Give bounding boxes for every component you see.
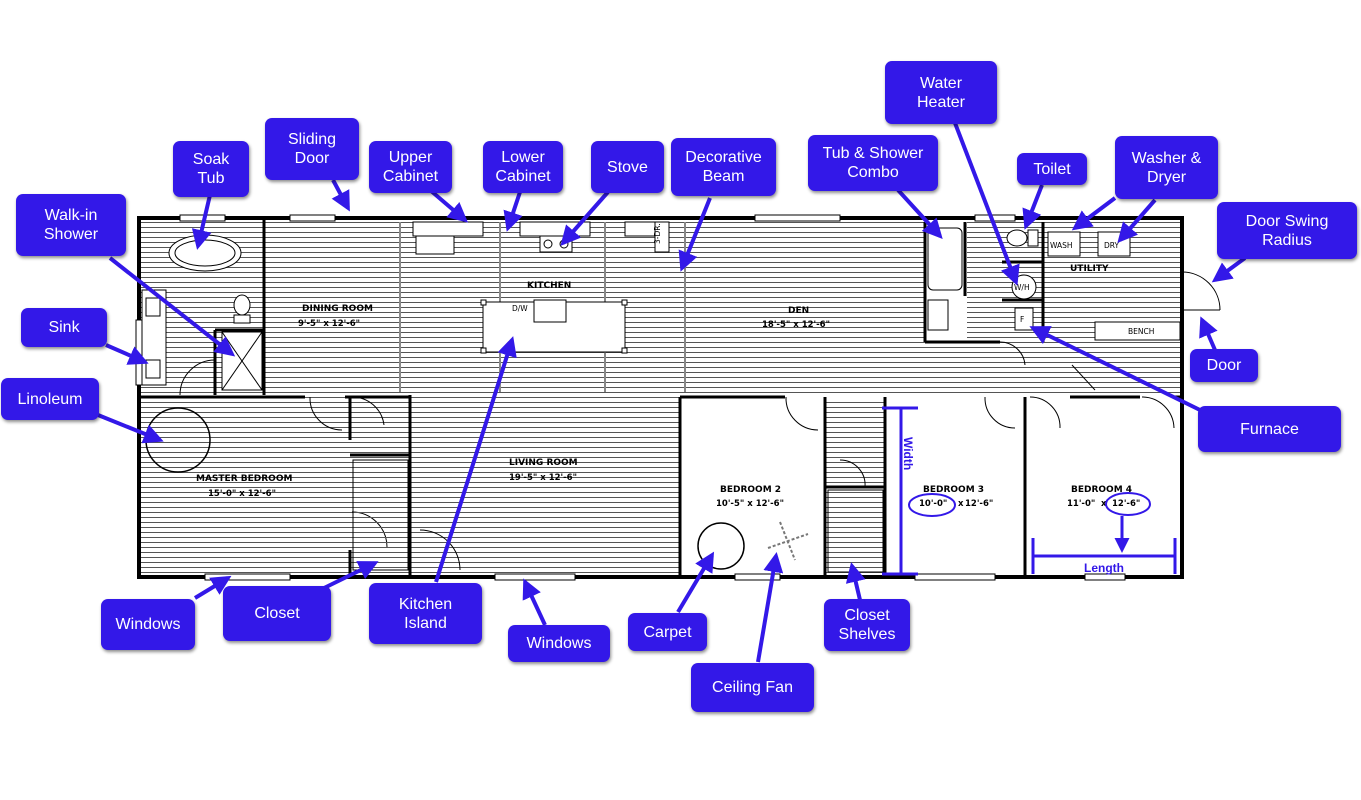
tub-shower bbox=[927, 227, 963, 291]
master-closet bbox=[352, 459, 409, 571]
bedroom4-name: BEDROOM 4 bbox=[1071, 485, 1132, 495]
callout-stove: Stove bbox=[591, 141, 664, 193]
dishwasher-label: D/W bbox=[512, 304, 528, 313]
bedroom3-name: BEDROOM 3 bbox=[923, 485, 984, 495]
den-dims: 18'-5" x 12'-6" bbox=[762, 320, 830, 330]
door-swings bbox=[179, 271, 1221, 571]
dining-dims: 9'-5" x 12'-6" bbox=[298, 319, 360, 329]
callout-tub-shower: Tub & Shower Combo bbox=[808, 135, 938, 191]
washer bbox=[1047, 231, 1081, 257]
lower-cabinet bbox=[415, 235, 455, 255]
callout-door-swing: Door Swing Radius bbox=[1217, 202, 1357, 259]
upper-cabinets bbox=[412, 221, 656, 237]
length-dimension bbox=[1031, 538, 1177, 574]
bedroom3-floor bbox=[886, 400, 1025, 574]
furnace-unit bbox=[1014, 307, 1034, 331]
bedroom4-floor bbox=[1027, 400, 1179, 574]
toilet-hall bbox=[1006, 229, 1039, 247]
furnace-label: F bbox=[1020, 315, 1024, 324]
callout-closet-shelves: Closet Shelves bbox=[824, 599, 910, 651]
callout-sliding-door: Sliding Door bbox=[265, 118, 359, 180]
ceiling-fan-symbol bbox=[767, 521, 809, 561]
callout-furnace: Furnace bbox=[1198, 406, 1341, 452]
carpet-circle bbox=[697, 522, 745, 570]
dining-name: DINING ROOM bbox=[302, 304, 373, 314]
den-name: DEN bbox=[788, 306, 809, 316]
callout-sink: Sink bbox=[21, 308, 107, 347]
callout-closet: Closet bbox=[223, 586, 331, 641]
bedroom-closet bbox=[827, 489, 884, 573]
wash-label: WASH bbox=[1050, 241, 1073, 250]
callout-linoleum: Linoleum bbox=[1, 378, 99, 420]
width-dimension bbox=[882, 406, 918, 576]
callout-decorative-beam: Decorative Beam bbox=[671, 138, 776, 196]
bedroom3-x: x bbox=[958, 499, 964, 509]
dry-label: DRY bbox=[1104, 241, 1120, 250]
callout-upper-cabinet: Upper Cabinet bbox=[369, 141, 452, 193]
bedroom3-width: 10'-0" bbox=[919, 499, 947, 509]
callout-carpet: Carpet bbox=[628, 613, 707, 651]
master-dims: 15'-0" x 12'-6" bbox=[208, 489, 276, 499]
bedroom2-dims: 10'-5" x 12'-6" bbox=[716, 499, 784, 509]
wh-label: W/H bbox=[1014, 283, 1030, 292]
bedroom4-width: 11'-0" bbox=[1067, 499, 1095, 509]
bench-label: BENCH bbox=[1128, 327, 1154, 336]
callout-washer-dryer: Washer & Dryer bbox=[1115, 136, 1218, 199]
interior-walls bbox=[140, 220, 1182, 575]
callout-lower-cabinet: Lower Cabinet bbox=[483, 141, 563, 193]
width-highlight bbox=[908, 493, 956, 517]
width-label: Width bbox=[901, 437, 915, 470]
master-sinks bbox=[141, 289, 167, 386]
ref-label: 3-DR. bbox=[653, 223, 662, 244]
callout-windows-left: Windows bbox=[101, 599, 195, 650]
callout-toilet: Toilet bbox=[1017, 153, 1087, 185]
length-highlight bbox=[1105, 492, 1151, 516]
utility-name: UTILITY bbox=[1070, 264, 1109, 274]
callout-door: Door bbox=[1190, 349, 1258, 382]
callout-walkin-shower: Walk-in Shower bbox=[16, 194, 126, 256]
callout-windows-center: Windows bbox=[508, 625, 610, 662]
callout-soak-tub: Soak Tub bbox=[173, 141, 249, 197]
callout-ceiling-fan: Ceiling Fan bbox=[691, 663, 814, 712]
kitchen-island bbox=[480, 299, 628, 354]
kitchen-name: KITCHEN bbox=[527, 281, 571, 291]
bedroom4-x: x bbox=[1101, 499, 1107, 509]
master-name: MASTER BEDROOM bbox=[196, 474, 292, 484]
callout-water-heater: Water Heater bbox=[885, 61, 997, 124]
callout-arrows bbox=[97, 122, 1247, 663]
living-name: LIVING ROOM bbox=[509, 458, 578, 468]
bedroom3-length: 12'-6" bbox=[965, 499, 993, 509]
bedroom2-name: BEDROOM 2 bbox=[720, 485, 781, 495]
length-label: Length bbox=[1084, 561, 1124, 575]
bench bbox=[1094, 321, 1181, 341]
living-dims: 19'-5" x 12'-6" bbox=[509, 473, 577, 483]
walk-in-shower bbox=[221, 331, 263, 391]
callout-kitchen-island: Kitchen Island bbox=[369, 583, 482, 644]
bedroom4-length: 12'-6" bbox=[1112, 499, 1140, 509]
refrigerator bbox=[654, 221, 670, 253]
hall-sink bbox=[927, 299, 949, 331]
toilet-master bbox=[233, 294, 251, 324]
